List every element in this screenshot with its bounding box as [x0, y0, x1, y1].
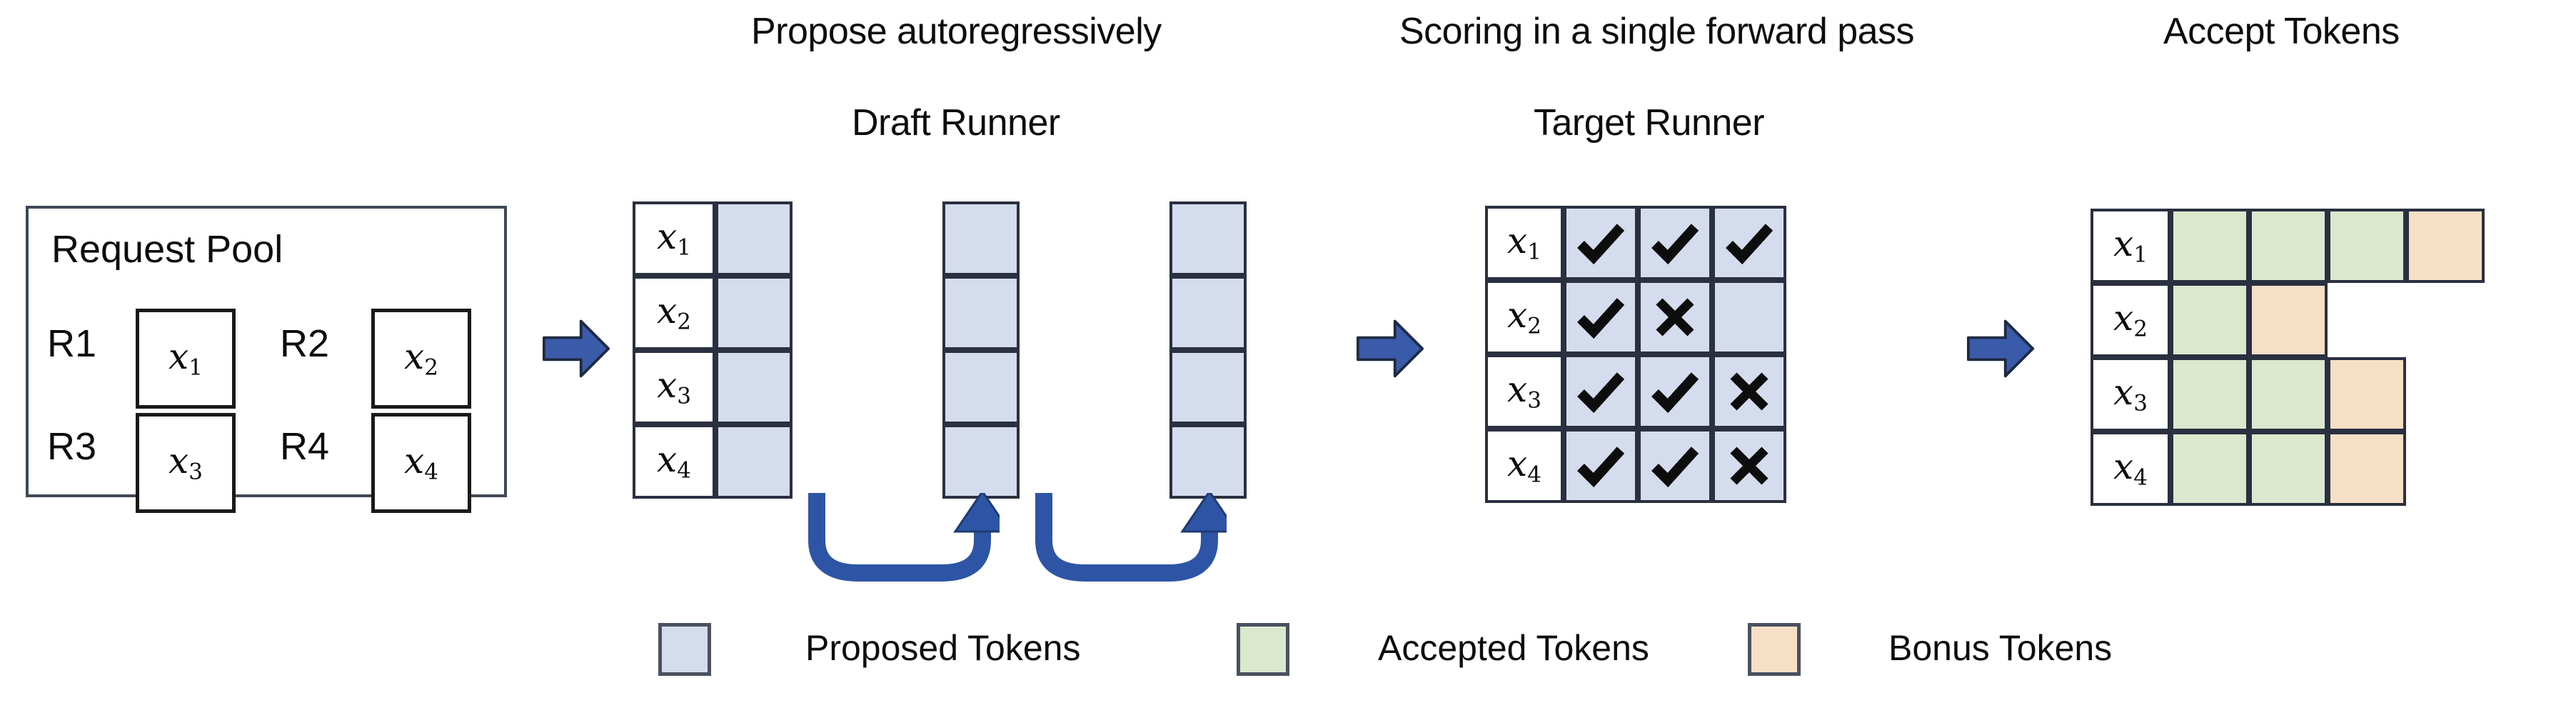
legend-label-accepted: Accepted Tokens [1378, 628, 1649, 668]
accept-cell-bonus [2328, 432, 2406, 506]
draft-row-label-x1: x1 [633, 201, 715, 276]
target-mark-cell [1638, 354, 1712, 429]
target-mark-cell [1564, 429, 1638, 503]
check-icon [1651, 447, 1699, 488]
autoregressive-loop-arrow [800, 489, 1012, 593]
draft-proposed-cell [1169, 350, 1247, 424]
draft-row-label-x4: x4 [633, 424, 715, 499]
request-label-r2: R2 [280, 322, 330, 365]
accept-cell-bonus [2328, 357, 2406, 432]
cross-icon [1730, 447, 1769, 485]
target-row-label-x1: x1 [1485, 206, 1564, 280]
cross-icon [1730, 372, 1769, 411]
request-token-cell-r2: x2 [371, 309, 471, 409]
check-icon [1577, 372, 1625, 414]
request-label-r4: R4 [280, 425, 330, 468]
draft-row-label-x3: x3 [633, 350, 715, 424]
target-mark-cell [1564, 354, 1638, 429]
target-mark-cell [1564, 280, 1638, 354]
request-token-cell-r4: x4 [371, 413, 471, 513]
draft-proposed-cell [942, 350, 1020, 424]
token-x1: x1 [168, 335, 203, 381]
accept-row-label-x2: x2 [2091, 283, 2170, 357]
title-propose-autoregressively: Propose autoregressively [751, 11, 1162, 52]
accept-cell-accepted [2170, 432, 2249, 506]
accept-row-label-x1: x1 [2091, 209, 2170, 283]
request-pool-title: Request Pool [51, 228, 283, 271]
accept-cell-accepted [2170, 357, 2249, 432]
legend-label-proposed: Proposed Tokens [805, 628, 1081, 668]
autoregressive-loop-arrow [1027, 489, 1239, 593]
check-icon [1726, 224, 1773, 265]
draft-proposed-cell [715, 276, 793, 350]
request-token-cell-r3: x3 [136, 413, 236, 513]
draft-proposed-cell [942, 424, 1020, 499]
draft-proposed-cell [715, 424, 793, 499]
check-icon [1577, 298, 1625, 339]
target-mark-cell [1712, 429, 1786, 503]
legend-swatch-accepted [1237, 623, 1289, 676]
legend-swatch-proposed [658, 623, 711, 676]
title-scoring-forward-pass: Scoring in a single forward pass [1399, 11, 1915, 52]
arrow-pool-to-draft [543, 314, 611, 383]
target-mark-cell [1638, 429, 1712, 503]
accept-cell-bonus [2406, 209, 2485, 283]
request-label-r1: R1 [47, 322, 97, 365]
accept-cell-accepted [2170, 209, 2249, 283]
draft-proposed-cell [715, 350, 793, 424]
request-label-r3: R3 [47, 425, 97, 468]
legend-label-bonus: Bonus Tokens [1888, 628, 2113, 668]
target-mark-cell [1638, 206, 1712, 280]
check-icon [1577, 224, 1625, 265]
arrow-target-to-accept [1967, 314, 2036, 383]
accept-cell-accepted [2328, 209, 2406, 283]
target-row-label-x2: x2 [1485, 280, 1564, 354]
title-draft-runner: Draft Runner [852, 102, 1060, 144]
accept-cell-accepted [2170, 283, 2249, 357]
check-icon [1651, 224, 1699, 265]
accept-cell-accepted [2249, 432, 2328, 506]
accept-cell-bonus [2249, 283, 2328, 357]
target-row-label-x3: x3 [1485, 354, 1564, 429]
cross-icon [1656, 298, 1694, 336]
draft-proposed-cell [715, 201, 793, 276]
accept-cell-accepted [2249, 209, 2328, 283]
check-icon [1651, 372, 1699, 414]
draft-proposed-cell [942, 276, 1020, 350]
accept-row-label-x4: x4 [2091, 432, 2170, 506]
target-mark-cell [1564, 206, 1638, 280]
check-icon [1577, 447, 1625, 488]
accept-row-label-x3: x3 [2091, 357, 2170, 432]
token-x3: x3 [168, 439, 203, 485]
arrow-draft-to-target [1357, 314, 1425, 383]
draft-proposed-cell [942, 201, 1020, 276]
title-target-runner: Target Runner [1534, 102, 1765, 144]
title-accept-tokens: Accept Tokens [2163, 11, 2400, 52]
token-x2: x2 [404, 335, 438, 381]
token-x4: x4 [404, 439, 438, 485]
target-mark-cell [1712, 206, 1786, 280]
request-token-cell-r1: x1 [136, 309, 236, 409]
target-mark-cell [1712, 354, 1786, 429]
accept-cell-accepted [2249, 357, 2328, 432]
target-row-label-x4: x4 [1485, 429, 1564, 503]
target-mark-cell [1638, 280, 1712, 354]
draft-proposed-cell [1169, 424, 1247, 499]
draft-proposed-cell [1169, 276, 1247, 350]
draft-row-label-x2: x2 [633, 276, 715, 350]
legend-swatch-bonus [1748, 623, 1801, 676]
target-mark-cell-empty [1712, 280, 1786, 354]
draft-proposed-cell [1169, 201, 1247, 276]
